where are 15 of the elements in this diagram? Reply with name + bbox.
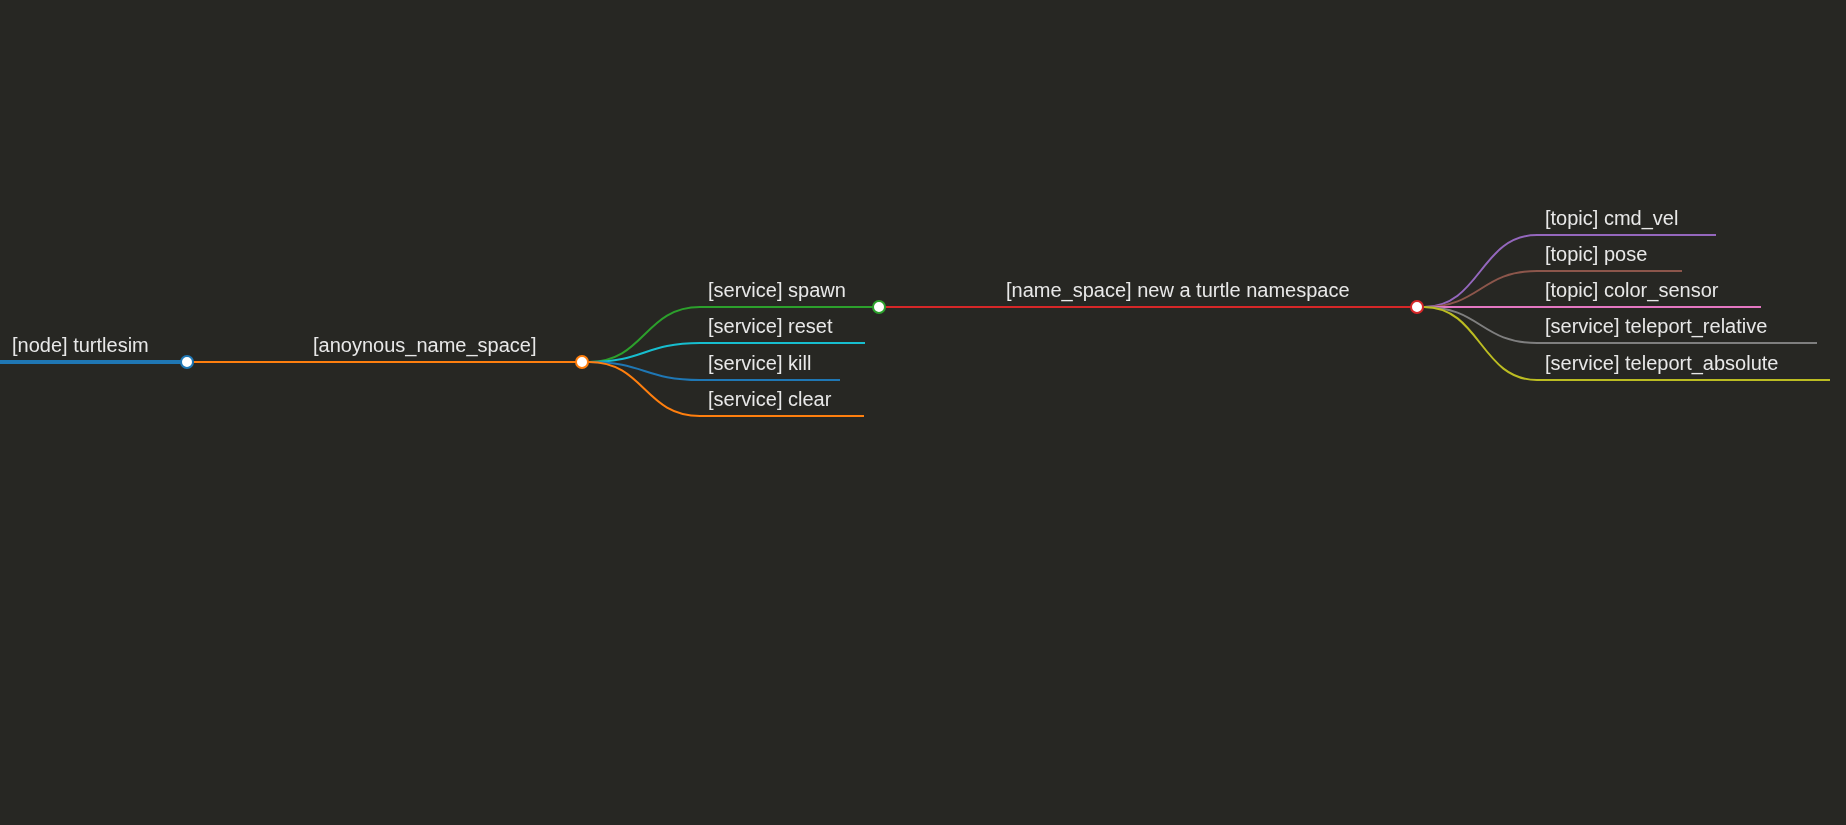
node-label: [service] kill xyxy=(708,351,812,376)
node-label: [name_space] new a turtle namespace xyxy=(1006,278,1350,303)
node-label: [node] turtlesim xyxy=(12,333,149,358)
node-label: [topic] pose xyxy=(1545,242,1648,267)
connector-curve xyxy=(885,306,999,308)
node-label: [service] reset xyxy=(708,314,833,339)
node-label: [service] spawn xyxy=(708,278,846,303)
node-label: [topic] cmd_vel xyxy=(1545,206,1679,231)
node-label: [service] clear xyxy=(708,387,832,412)
node-label: [service] teleport_absolute xyxy=(1545,351,1779,376)
node-label: [topic] color_sensor xyxy=(1545,278,1719,303)
connector-curve xyxy=(193,361,306,363)
node-label: [service] teleport_relative xyxy=(1545,314,1768,339)
connector-curve xyxy=(588,361,701,417)
node-label: [anoynous_name_space] xyxy=(313,333,537,358)
